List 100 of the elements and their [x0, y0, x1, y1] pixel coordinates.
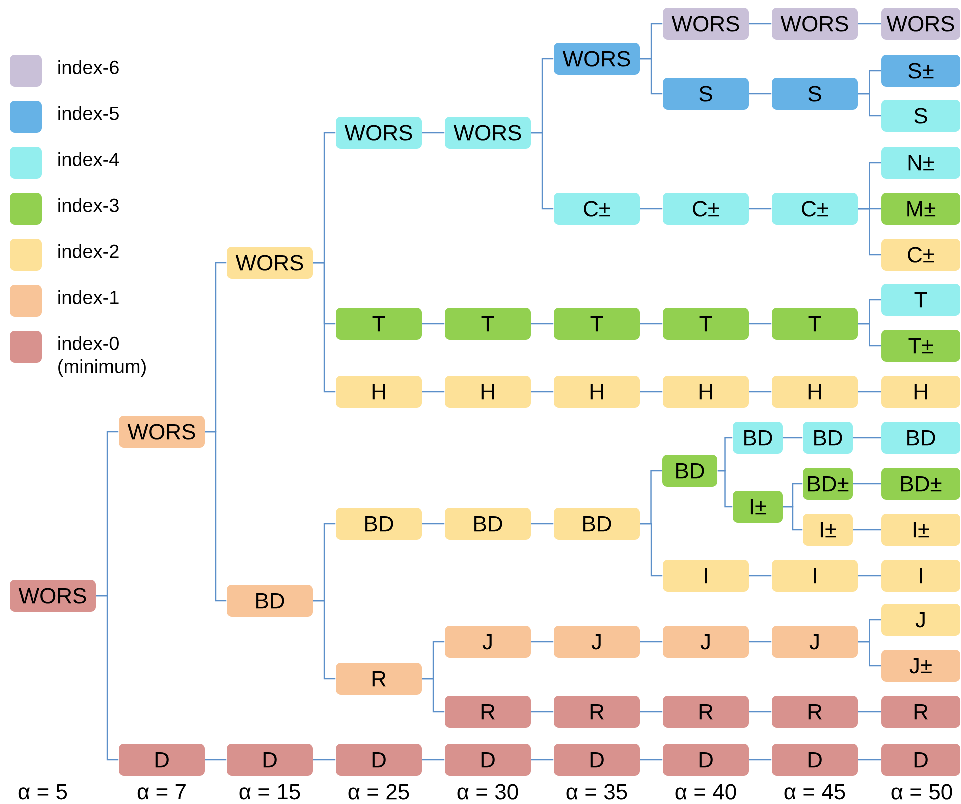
connector-line: [640, 759, 663, 761]
connector-line: [858, 23, 882, 25]
state-box: WORS: [336, 117, 422, 149]
connector-line: [531, 132, 554, 210]
state-box: T: [336, 308, 422, 340]
alpha-label: α = 7: [138, 784, 186, 800]
state-box: T: [663, 308, 750, 340]
connector-line: [858, 711, 882, 713]
state-box: I: [772, 560, 858, 592]
state-box: WORS: [227, 247, 313, 279]
legend-label: index-2: [58, 244, 119, 258]
connector-line: [749, 23, 772, 25]
connector-line: [531, 641, 554, 643]
state-box: D: [119, 744, 205, 776]
state-box: J: [882, 604, 961, 636]
connector-line: [853, 529, 882, 531]
legend-label: index-6: [58, 60, 119, 74]
state-box: N±: [882, 147, 961, 179]
state-box: BD: [882, 422, 961, 454]
state-box: C±: [663, 193, 750, 225]
connector-line: [422, 391, 445, 393]
connector-line: [422, 678, 445, 713]
state-box: WORS: [554, 43, 640, 75]
state-box: WORS: [882, 8, 961, 40]
state-box: BD: [733, 422, 784, 454]
connector-line: [858, 759, 882, 761]
connector-line: [422, 132, 445, 134]
state-box: M±: [882, 193, 961, 225]
state-box: C±: [882, 239, 961, 271]
state-box: WORS: [663, 8, 750, 40]
state-box: WORS: [119, 416, 205, 448]
state-box: BD: [336, 508, 422, 540]
connector-line: [531, 759, 554, 761]
state-box: J: [772, 626, 858, 658]
connector-line: [531, 391, 554, 393]
state-box: D: [882, 744, 961, 776]
state-box: D: [772, 744, 858, 776]
connector-line: [422, 323, 445, 325]
connector-line: [783, 506, 803, 531]
legend-label: index-1: [58, 290, 119, 304]
legend-label: index-3: [58, 198, 119, 212]
connector-line: [858, 391, 882, 393]
connector-line: [640, 391, 663, 393]
state-box: D: [227, 744, 313, 776]
connector-line: [858, 208, 882, 256]
state-box: T: [772, 308, 858, 340]
state-box: BD: [445, 508, 531, 540]
connector-line: [531, 323, 554, 325]
state-box: BD: [662, 455, 718, 487]
state-box: H: [882, 376, 961, 408]
connector-line: [313, 600, 336, 680]
alpha-label: α = 15: [240, 784, 300, 800]
connector-line: [313, 759, 336, 761]
connector-line: [858, 93, 882, 117]
state-box: I±: [733, 491, 784, 523]
state-box: T: [882, 284, 961, 316]
connector-line: [858, 323, 882, 347]
state-box: D: [445, 744, 531, 776]
state-box: I: [663, 560, 750, 592]
state-box: J: [663, 626, 750, 658]
connector-line: [640, 58, 663, 95]
alpha-label: α = 5: [18, 784, 68, 800]
state-box: D: [554, 744, 640, 776]
state-box: T: [554, 308, 640, 340]
state-box: BD: [554, 508, 640, 540]
state-box: H: [336, 376, 422, 408]
connector-line: [640, 323, 663, 325]
connector-line: [749, 711, 772, 713]
state-box: H: [772, 376, 858, 408]
connector-line: [749, 759, 772, 761]
connector-line: [858, 641, 882, 667]
state-box: D: [336, 744, 422, 776]
alpha-label: α = 35: [566, 784, 628, 800]
state-box: J: [445, 626, 531, 658]
alpha-label: α = 25: [348, 784, 410, 800]
connector-line: [749, 208, 772, 210]
connector-line: [749, 323, 772, 325]
legend-label: index-5: [58, 106, 119, 120]
connector-line: [783, 437, 803, 439]
state-box: S: [882, 100, 961, 132]
state-box: BD±: [803, 468, 853, 500]
state-box: I±: [882, 514, 961, 546]
legend-label: index-4: [58, 152, 120, 166]
state-box: R: [772, 696, 858, 728]
connector-line: [853, 437, 882, 439]
state-box: C±: [554, 193, 640, 225]
connector-line: [640, 711, 663, 713]
state-box: I: [882, 560, 961, 592]
state-box: BD: [803, 422, 853, 454]
state-box: D: [663, 744, 750, 776]
state-box: BD±: [882, 468, 961, 500]
connector-line: [640, 641, 663, 643]
state-box: WORS: [445, 117, 531, 149]
alpha-label: α = 30: [458, 784, 518, 800]
state-box: I±: [803, 514, 853, 546]
state-box: S±: [882, 55, 961, 87]
connector-line: [313, 262, 336, 393]
state-box: S: [772, 78, 858, 110]
connector-line: [422, 759, 445, 761]
state-box: H: [445, 376, 531, 408]
